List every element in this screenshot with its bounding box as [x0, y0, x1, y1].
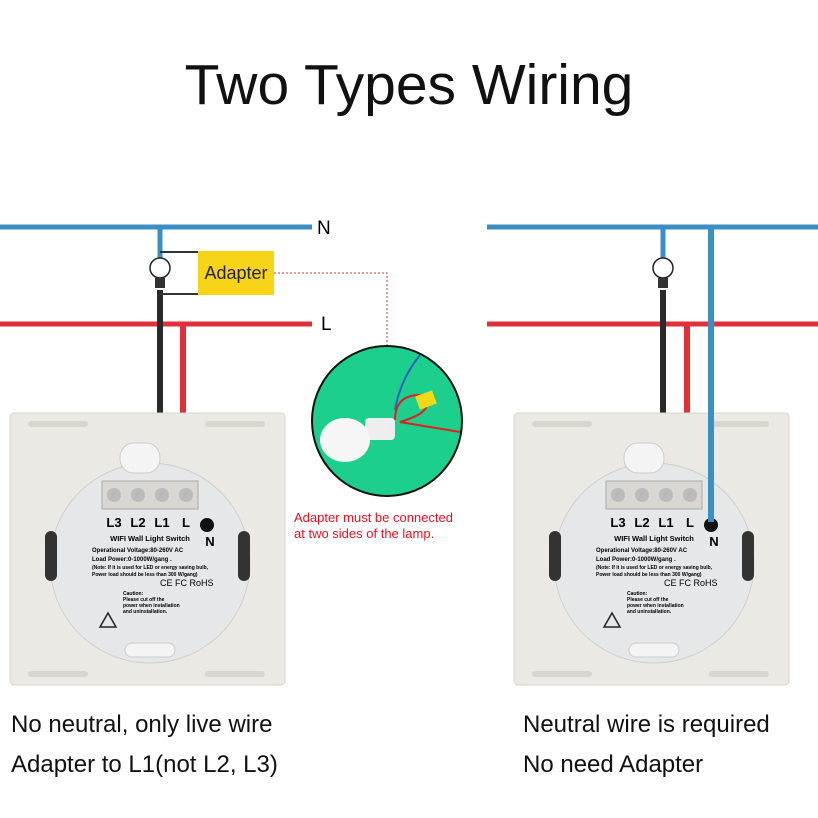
svg-text:Operational Voltage:80-260V AC: Operational Voltage:80-260V AC	[596, 548, 688, 554]
lamp-icon	[149, 257, 171, 288]
svg-text:L1: L1	[658, 515, 673, 530]
left-caption-line1: No neutral, only live wire	[11, 711, 272, 738]
svg-text:N: N	[709, 534, 718, 549]
left-caption-line2: Adapter to L1(not L2, L3)	[11, 751, 278, 778]
live-label: L	[321, 314, 332, 335]
adapter-note-line2: at two sides of the lamp.	[294, 526, 434, 541]
svg-text:Power load should be less than: Power load should be less than 300 W/gan…	[596, 572, 702, 578]
neutral-label: N	[317, 218, 331, 239]
svg-text:Please cut off the: Please cut off the	[627, 597, 669, 603]
svg-text:L3: L3	[106, 515, 121, 530]
svg-text:CE FC RoHS: CE FC RoHS	[160, 578, 214, 588]
svg-text:L2: L2	[634, 515, 649, 530]
adapter-note-line1: Adapter must be connected	[294, 510, 453, 525]
svg-text:CE FC RoHS: CE FC RoHS	[664, 578, 718, 588]
svg-text:(Note: If it is used for LED o: (Note: If it is used for LED or energy s…	[596, 565, 713, 571]
adapter-photo	[311, 345, 463, 497]
svg-text:power when installation: power when installation	[123, 603, 180, 609]
lamp-icon	[652, 257, 674, 288]
svg-text:L: L	[182, 515, 190, 530]
left-wiring: N L Adapter	[0, 218, 388, 686]
svg-text:and uninstallation.: and uninstallation.	[627, 609, 672, 615]
right-switch-labels: L3 L2 L1 L N WIFI Wall Light Switch Oper…	[596, 515, 719, 615]
svg-text:L1: L1	[154, 515, 169, 530]
svg-text:Load Power:0-1000W/gang .: Load Power:0-1000W/gang .	[596, 557, 676, 563]
svg-text:L3: L3	[610, 515, 625, 530]
svg-text:Please cut off the: Please cut off the	[123, 597, 165, 603]
right-caption-line2: No need Adapter	[523, 751, 703, 778]
svg-text:N: N	[205, 534, 214, 549]
page-title: Two Types Wiring	[185, 53, 634, 117]
adapter-label: Adapter	[204, 263, 267, 283]
right-wiring	[487, 224, 818, 686]
adapter-box	[198, 251, 274, 295]
svg-text:Load Power:0-1000W/gang .: Load Power:0-1000W/gang .	[92, 557, 172, 563]
svg-text:and uninstallation.: and uninstallation.	[123, 609, 168, 615]
svg-text:Power load should be less than: Power load should be less than 300 W/gan…	[92, 572, 198, 578]
svg-text:Caution:: Caution:	[627, 591, 648, 597]
svg-text:(Note: If it is used for LED o: (Note: If it is used for LED or energy s…	[92, 565, 209, 571]
svg-text:power when installation: power when installation	[627, 603, 684, 609]
right-caption-line1: Neutral wire is required	[523, 711, 770, 738]
svg-text:L2: L2	[130, 515, 145, 530]
left-switch-labels: L3 L2 L1 L N WIFI Wall Light Switch Oper…	[92, 515, 215, 615]
svg-text:WIFI Wall Light Switch: WIFI Wall Light Switch	[110, 534, 190, 543]
svg-text:L: L	[686, 515, 694, 530]
svg-text:Caution:: Caution:	[123, 591, 144, 597]
svg-text:Operational Voltage:80-260V AC: Operational Voltage:80-260V AC	[92, 548, 184, 554]
svg-text:WIFI Wall Light Switch: WIFI Wall Light Switch	[614, 534, 694, 543]
